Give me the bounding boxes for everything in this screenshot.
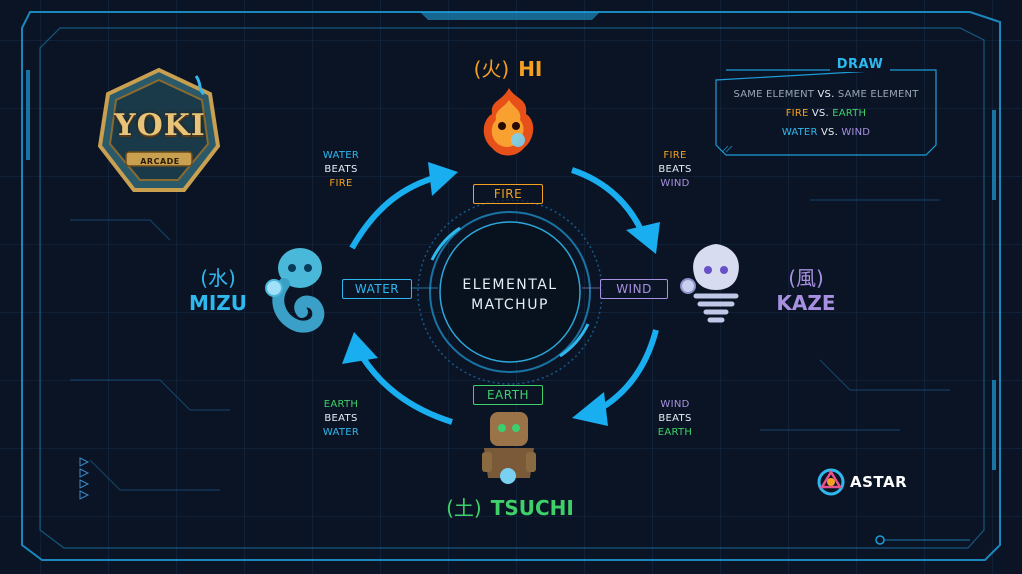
- cycle-arrow-icon: [342, 162, 660, 426]
- partner-name: ASTAR: [850, 473, 908, 491]
- rule-wind-beats-earth: WIND BEATS EARTH: [645, 398, 705, 440]
- kanji-tsuchi: (土): [446, 496, 482, 520]
- draw-rule-same: SAME ELEMENT VS. SAME ELEMENT: [716, 89, 936, 100]
- draw-rule-water-wind: WATER VS. WIND: [716, 127, 936, 138]
- label-tsuchi: TSUCHI: [490, 496, 574, 520]
- astar-logo-icon: [817, 468, 845, 496]
- rule-fire-beats-wind: FIRE BEATS WIND: [645, 149, 705, 191]
- kanji-hi: (火): [473, 57, 510, 81]
- rule-fw-a: FIRE: [663, 150, 687, 161]
- logo-brand: YOKI: [114, 108, 206, 143]
- yoki-arcade-logo: [97, 67, 221, 192]
- draw-l3-b: WIND: [841, 127, 871, 138]
- label-hi: HI: [518, 57, 543, 81]
- element-name-tsuchi: (土) TSUCHI: [425, 492, 595, 521]
- rule-wf-verb: BEATS: [324, 164, 358, 175]
- draw-l1-a: SAME ELEMENT: [733, 89, 815, 100]
- draw-l2-b: EARTH: [832, 108, 867, 119]
- kanji-mizu: (水): [200, 266, 236, 290]
- logo-sub: ARCADE: [140, 157, 180, 166]
- draw-title: DRAW: [830, 57, 890, 72]
- kanji-kaze: (風): [788, 266, 824, 290]
- draw-rule-fire-earth: FIRE VS. EARTH: [716, 108, 936, 119]
- element-name-hi: (火) HI: [448, 53, 568, 82]
- rule-water-beats-fire: WATER BEATS FIRE: [316, 149, 366, 191]
- rule-ew-verb: BEATS: [324, 413, 358, 424]
- center-line1: ELEMENTAL: [462, 277, 558, 293]
- label-mizu: MIZU: [188, 291, 248, 315]
- draw-l2-vs: VS.: [811, 108, 829, 119]
- draw-l3-vs: VS.: [820, 127, 838, 138]
- rule-wf-a: WATER: [322, 150, 360, 161]
- rule-earth-beats-water: EARTH BEATS WATER: [316, 398, 366, 440]
- rule-we-b: EARTH: [657, 427, 693, 438]
- element-name-kaze: (風) KAZE: [766, 262, 846, 315]
- draw-l3-a: WATER: [781, 127, 818, 138]
- wind-spirit-icon: [680, 244, 739, 323]
- tag-wind: WIND: [600, 279, 668, 299]
- draw-l1-vs: VS.: [817, 89, 835, 100]
- label-kaze: KAZE: [776, 291, 836, 315]
- rule-fw-b: WIND: [660, 178, 690, 189]
- draw-l1-b: SAME ELEMENT: [837, 89, 919, 100]
- tag-water: WATER: [342, 279, 412, 299]
- center-title: ELEMENTAL MATCHUP: [440, 275, 580, 315]
- rule-we-a: WIND: [660, 399, 690, 410]
- center-line2: MATCHUP: [471, 297, 549, 313]
- rule-wf-b: FIRE: [329, 178, 353, 189]
- fire-spirit-icon: [483, 88, 534, 156]
- earth-spirit-icon: [482, 412, 536, 484]
- tag-earth: EARTH: [473, 385, 543, 405]
- rule-fw-verb: BEATS: [658, 164, 692, 175]
- draw-l2-a: FIRE: [785, 108, 809, 119]
- rule-we-verb: BEATS: [658, 413, 692, 424]
- water-spirit-icon: [265, 248, 325, 333]
- tag-fire: FIRE: [473, 184, 543, 204]
- element-name-mizu: (水) MIZU: [178, 262, 258, 315]
- rule-ew-a: EARTH: [323, 399, 359, 410]
- rule-ew-b: WATER: [322, 427, 360, 438]
